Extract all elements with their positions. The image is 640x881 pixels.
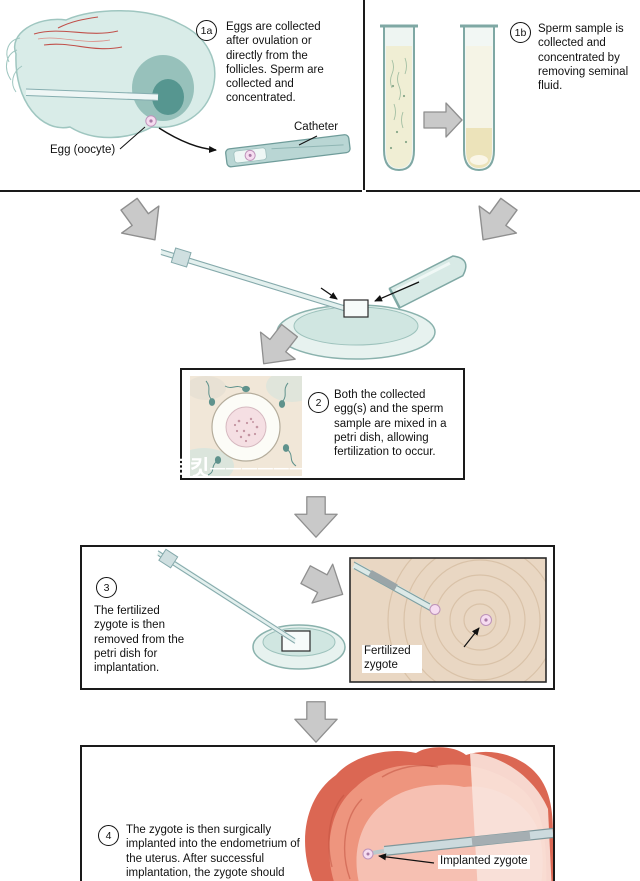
right-arrow-icon <box>300 563 344 604</box>
step-3-badge: 3 <box>96 577 117 598</box>
panel-step-1b: 1b Sperm sample is collected and concent… <box>366 0 640 192</box>
mixing-illustration <box>125 238 545 386</box>
egg-oocyte-label: Egg (oocyte) <box>50 144 116 156</box>
down-right-arrow-icon <box>103 184 181 260</box>
down-left-arrow-icon <box>259 323 299 365</box>
down-arrow-icon <box>286 494 346 540</box>
step-1a-badge: 1a <box>196 20 217 41</box>
step-2-badge: 2 <box>308 392 329 413</box>
step-2-text: Both the collected egg(s) and the sperm … <box>334 389 447 458</box>
step-1b-text: Sperm sample is collected and concentrat… <box>538 23 629 92</box>
step-3-text: The fertilized zygote is then removed fr… <box>94 605 185 674</box>
watermark: 합격7부트킷────────── <box>96 457 370 480</box>
catheter-label: Catheter <box>294 121 339 133</box>
egg-sperm-illustration <box>190 376 302 476</box>
implanted-zygote-label: Implanted zygote <box>438 855 530 869</box>
top-panel-divider <box>363 0 365 190</box>
step-4-badge: 4 <box>98 825 119 846</box>
panel-step-4: 4 The zygote is then surgically implante… <box>80 745 555 881</box>
right-arrow-icon <box>423 102 463 138</box>
ovary-egg-retrieval-illustration <box>5 10 351 168</box>
panel-step-1a: 1a Eggs are collected after ovulation or… <box>0 0 362 192</box>
sperm-tubes-illustration <box>380 24 498 172</box>
panel-step-2: 2 Both the collected egg(s) and the sper… <box>180 368 465 480</box>
down-arrow-icon <box>286 699 346 745</box>
fertilized-zygote-label: Fertilized zygote <box>362 645 422 673</box>
panel-step-3: 3 The fertilized zygote is then removed … <box>80 545 555 690</box>
step-4-text: The zygote is then surgically implanted … <box>126 824 300 879</box>
down-left-arrow-icon <box>457 184 535 260</box>
step-1a-text: Eggs are collected after ovulation or di… <box>226 21 324 105</box>
step-1b-badge: 1b <box>510 22 531 43</box>
